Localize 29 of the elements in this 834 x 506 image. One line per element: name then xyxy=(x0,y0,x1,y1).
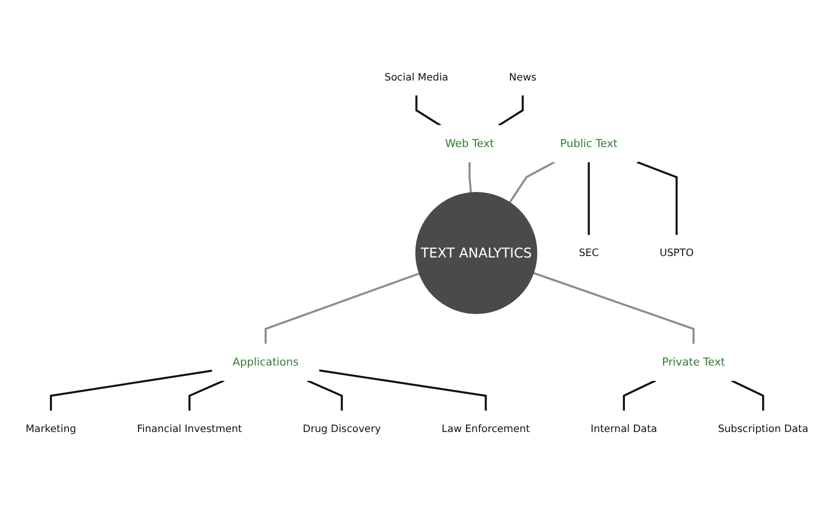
node-text: Subscription Data xyxy=(718,422,808,435)
connector xyxy=(188,380,224,411)
connector xyxy=(533,272,695,344)
node-text: Applications xyxy=(232,356,299,368)
connector xyxy=(498,95,524,126)
connector xyxy=(508,161,556,203)
connector xyxy=(415,95,442,126)
node-text: Law Enforcement xyxy=(442,422,530,435)
node-text: Financial Investment xyxy=(136,422,242,435)
node-text: SEC xyxy=(578,246,599,259)
connector xyxy=(622,380,656,411)
connector xyxy=(636,161,678,236)
node-text: USPTO xyxy=(660,246,694,259)
connector xyxy=(318,369,487,411)
connector xyxy=(731,380,764,411)
node-text: Internal Data xyxy=(590,422,658,435)
connector xyxy=(468,162,472,193)
node-text: Public Text xyxy=(560,136,618,150)
node-text: Social Media xyxy=(384,71,448,84)
node-text: Marketing xyxy=(26,422,76,435)
node-circle: TEXT ANALYTICS xyxy=(415,192,538,314)
connector xyxy=(306,380,343,411)
node-text: Drug Discovery xyxy=(302,422,381,435)
connector xyxy=(264,272,420,344)
connector xyxy=(588,162,590,236)
connector xyxy=(50,370,213,411)
node-text: Web Text xyxy=(445,136,494,150)
node-text: News xyxy=(509,71,536,84)
node-text: Private Text xyxy=(662,356,726,368)
